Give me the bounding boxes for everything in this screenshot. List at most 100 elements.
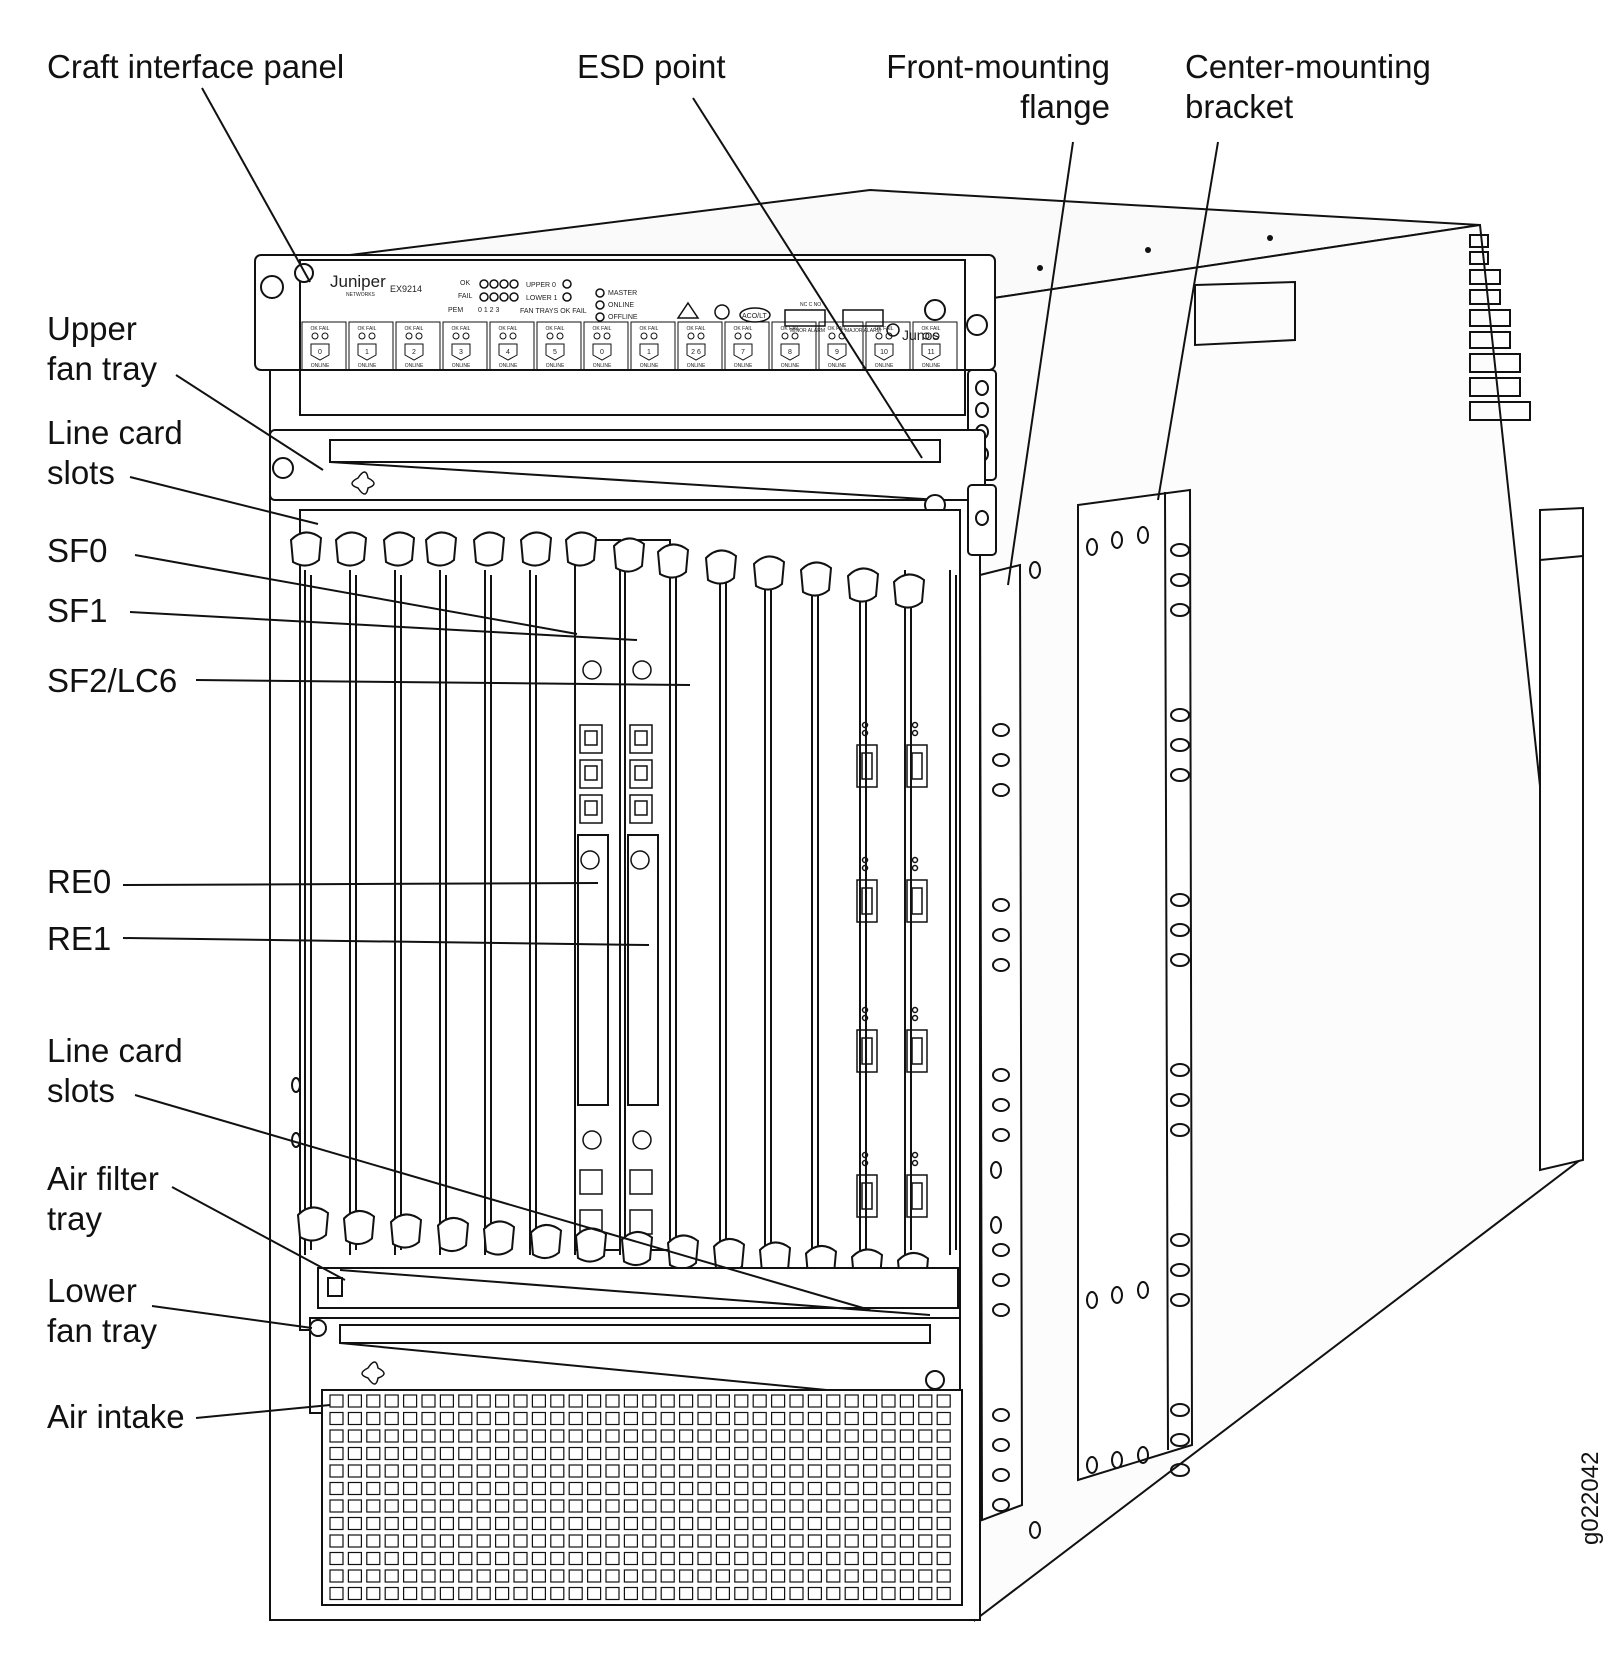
fan-trays-label: FAN TRAYS OK FAIL: [520, 308, 587, 315]
vent-cell: [623, 1481, 639, 1496]
slot-number: 9: [835, 349, 839, 356]
slot-online: ONLINE: [734, 363, 753, 369]
vent-cell: [531, 1534, 547, 1548]
vent-cell: [881, 1481, 896, 1496]
vent-cell: [329, 1411, 344, 1426]
vent-cell: [936, 1481, 951, 1496]
sfp-port-inner: [861, 1037, 873, 1065]
vent-cell: [715, 1411, 731, 1426]
vent-cell: [384, 1394, 399, 1408]
vent-cell: [899, 1569, 915, 1583]
vent-cell: [531, 1516, 547, 1531]
vent-cell: [807, 1429, 823, 1443]
vent-cell: [623, 1446, 639, 1461]
vent-cell: [623, 1499, 639, 1513]
model-label: EX9214: [390, 284, 422, 294]
vent-cell: [366, 1586, 381, 1601]
slot-number: 8: [788, 349, 792, 356]
vent-cell: [531, 1464, 547, 1478]
bracket-hole: [1137, 1446, 1149, 1464]
vent-cell: [605, 1464, 620, 1478]
vent-cell: [421, 1516, 436, 1531]
sfp-port: [856, 1174, 878, 1218]
vent-cell: [439, 1516, 454, 1531]
vent-cell: [899, 1429, 915, 1443]
slot-number: 0: [318, 349, 322, 356]
vent-cell: [734, 1429, 749, 1443]
vent-cell: [531, 1481, 547, 1496]
bracket-hole: [1170, 1233, 1190, 1247]
vent-cell: [329, 1481, 344, 1496]
vent-cell: [918, 1569, 933, 1583]
vent-cell: [752, 1569, 767, 1583]
pem-numbers: 0 1 2 3: [478, 307, 500, 314]
vent-cell: [586, 1586, 602, 1601]
vent-cell: [329, 1551, 344, 1566]
vent-cell: [826, 1464, 841, 1478]
vent-cell: [826, 1429, 841, 1443]
vent-cell: [495, 1411, 510, 1426]
vent-cell: [660, 1481, 675, 1496]
vent-cell: [697, 1429, 712, 1443]
vent-cell: [513, 1411, 528, 1426]
vent-cell: [366, 1569, 381, 1583]
led: [861, 721, 869, 729]
bracket-hole: [1086, 1291, 1098, 1309]
vent-cell: [715, 1551, 731, 1566]
vent-cell: [844, 1411, 859, 1426]
vent-cell: [678, 1569, 694, 1583]
label-sf2-lc6: SF2/LC6: [47, 662, 177, 699]
vent-cell: [476, 1569, 491, 1583]
flange-hole: [992, 753, 1010, 767]
vent-cell: [458, 1394, 473, 1408]
vent-cell: [715, 1534, 731, 1548]
led: [861, 1159, 869, 1167]
vent-cell: [770, 1464, 786, 1478]
vent-cell: [366, 1394, 381, 1408]
vent-cell: [826, 1499, 841, 1513]
front-side-holes: [291, 561, 1041, 1539]
vent-cell: [421, 1446, 436, 1461]
vent-cell: [458, 1551, 473, 1566]
vent-cell: [623, 1534, 639, 1548]
vent-cell: [586, 1394, 602, 1408]
vent-cell: [458, 1481, 473, 1496]
vent-cell: [550, 1411, 565, 1426]
slot-number: 2: [412, 349, 416, 356]
pem-label: PEM: [448, 307, 463, 314]
ejector-handle: [799, 561, 833, 597]
vent-cell: [421, 1429, 436, 1443]
vent-cell: [384, 1411, 399, 1426]
sfp-port: [856, 1029, 878, 1073]
vent-cell: [660, 1516, 675, 1531]
vent-cell: [605, 1569, 620, 1583]
vent-cell: [770, 1586, 786, 1601]
led: [861, 864, 869, 872]
vent-cell: [734, 1411, 749, 1426]
vent-cell: [862, 1429, 878, 1443]
vent-cell: [660, 1569, 675, 1583]
slot-online: ONLINE: [452, 363, 471, 369]
vent-cell: [678, 1586, 694, 1601]
vent-cell: [642, 1464, 657, 1478]
vent-cell: [881, 1569, 896, 1583]
vent-cell: [550, 1394, 565, 1408]
vent-cell: [862, 1499, 878, 1513]
vent-cell: [660, 1586, 675, 1601]
vent-cell: [770, 1394, 786, 1408]
ejector-handle: [289, 531, 323, 567]
usb-port: [579, 1169, 603, 1195]
vent-cell: [568, 1446, 583, 1461]
vent-cell: [862, 1569, 878, 1583]
vent-cell: [826, 1481, 841, 1496]
slot-online: ONLINE: [593, 363, 612, 369]
label-air-intake: Air intake: [47, 1398, 185, 1435]
vent-cell: [826, 1586, 841, 1601]
vent-cell: [642, 1499, 657, 1513]
slot-online: ONLINE: [781, 363, 800, 369]
vent-cell: [807, 1516, 823, 1531]
ejector-handle: [752, 555, 786, 591]
vent-cell: [752, 1499, 767, 1513]
slot-number: 0: [600, 349, 604, 356]
ok-label: OK: [460, 280, 470, 287]
